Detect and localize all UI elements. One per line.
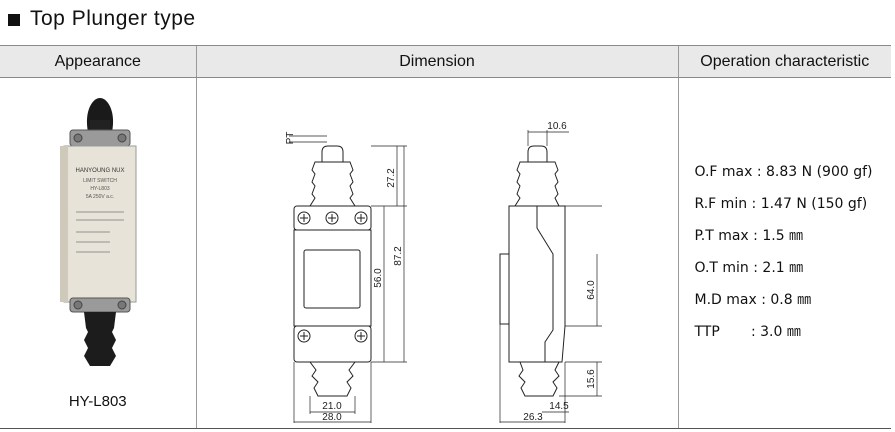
header-dimension: Dimension: [195, 45, 678, 78]
dim-pt-label: PT: [285, 132, 296, 145]
operation-cell: O.F max : 8.83 N (900 gf) R.F min : 1.47…: [677, 77, 891, 429]
photo-model-text: HY-L803: [90, 186, 109, 192]
appearance-cell: HANYOUNG NUX LIMIT SWITCH HY-L803 5A 250…: [0, 77, 196, 429]
limit-switch-photo: HANYOUNG NUX LIMIT SWITCH HY-L803 5A 250…: [60, 98, 137, 366]
model-name: HY-L803: [68, 393, 127, 410]
side-view-drawing: [499, 130, 602, 423]
list-item: R.F min : 1.47 N (150 gf): [694, 196, 868, 212]
list-item: O.T min : 2.1 ㎜: [694, 260, 804, 276]
table-header-row: Appearance Dimension Operation character…: [0, 45, 891, 78]
dimension-drawing: PT 27.2 87.2 56.0 21.0 28.0: [285, 121, 602, 423]
dim-26-3: 26.3: [523, 412, 543, 423]
photo-brand-text: HANYOUNG NUX: [75, 168, 124, 174]
list-item: P.T max : 1.5 ㎜: [694, 228, 804, 244]
dim-15-6: 15.6: [586, 369, 597, 389]
header-appearance: Appearance: [0, 45, 196, 78]
dim-87-2: 87.2: [393, 246, 404, 266]
table-row: HANYOUNG NUX LIMIT SWITCH HY-L803 5A 250…: [0, 77, 891, 429]
dim-56-0: 56.0: [373, 268, 384, 288]
operation-list: O.F max : 8.83 N (900 gf) R.F min : 1.47…: [695, 156, 873, 348]
list-item: TTP : 3.0 ㎜: [694, 324, 801, 340]
section-title: Top Plunger type: [8, 4, 196, 34]
dimension-cell: PT 27.2 87.2 56.0 21.0 28.0: [195, 77, 678, 429]
photo-type-text: LIMIT SWITCH: [83, 178, 117, 184]
section-title-text: Top Plunger type: [30, 7, 196, 30]
photo-rating-text: 5A 250V a.c.: [86, 194, 114, 200]
header-operation: Operation characteristic: [677, 45, 891, 78]
square-bullet-icon: [8, 14, 20, 26]
list-item: M.D max : 0.8 ㎜: [694, 292, 812, 308]
list-item: O.F max : 8.83 N (900 gf): [694, 164, 873, 180]
dim-27-2: 27.2: [386, 168, 397, 188]
dim-14-5: 14.5: [549, 401, 569, 412]
front-view-drawing: [288, 135, 407, 423]
dim-64-0: 64.0: [586, 280, 597, 300]
spec-table: Appearance Dimension Operation character…: [0, 45, 891, 429]
dim-28-0: 28.0: [322, 412, 342, 423]
dim-21-0: 21.0: [322, 401, 342, 412]
dim-10-6: 10.6: [547, 121, 567, 132]
